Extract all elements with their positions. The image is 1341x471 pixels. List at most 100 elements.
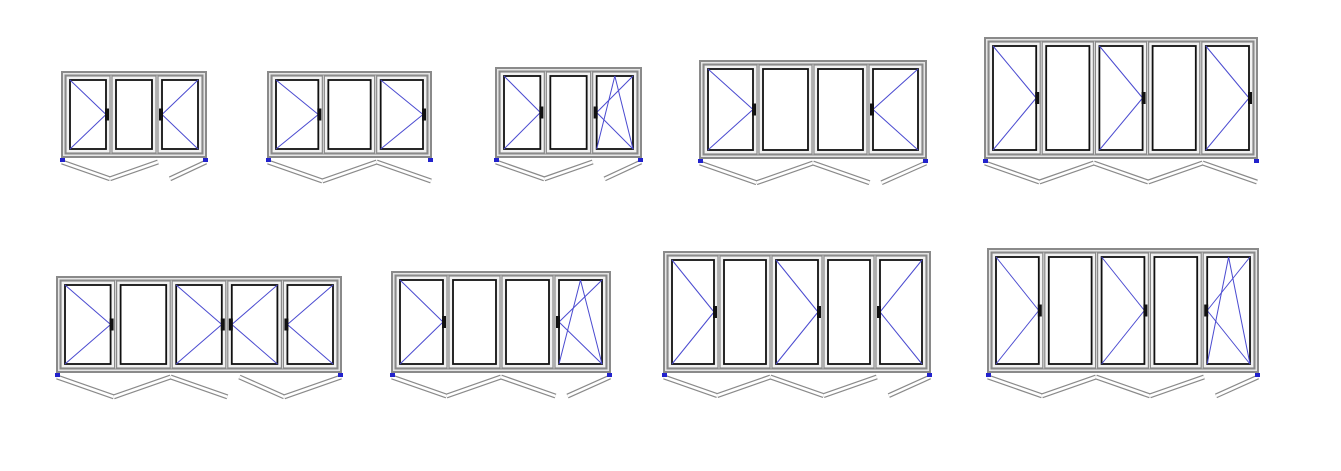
- folded-leaf-inner: [699, 161, 757, 185]
- glass-pane: [558, 279, 603, 365]
- folded-leaf-inner: [987, 375, 1043, 398]
- glass-pane: [1204, 45, 1250, 151]
- folded-leaf-inner: [321, 160, 378, 183]
- glass-pane: [879, 259, 923, 365]
- handle-icon: [817, 306, 821, 318]
- opening-indicator-line: [1206, 256, 1251, 311]
- tilt-indicator-line: [1228, 256, 1251, 365]
- opening-indicator-line: [399, 279, 444, 323]
- opening-indicator-line: [69, 114, 107, 150]
- opening-indicator-line: [287, 324, 334, 365]
- hinge-point-icon: [927, 373, 932, 377]
- glass-pane: [175, 284, 223, 365]
- opening-indicator-line: [879, 259, 923, 313]
- handle-icon: [713, 306, 717, 318]
- inner-frame: [702, 63, 924, 156]
- folded-leaf-inner: [663, 375, 718, 397]
- hinge-point-icon: [266, 158, 271, 162]
- glass-pane: [707, 68, 754, 151]
- glass-pane: [762, 68, 809, 151]
- glass-pane: [1206, 256, 1251, 365]
- glass-pane: [115, 79, 153, 150]
- glass-pane: [1100, 256, 1146, 365]
- opening-indicator-line: [1206, 310, 1251, 365]
- hinge-point-icon: [203, 158, 208, 162]
- folded-leaf-inner: [769, 375, 825, 397]
- fold-plan: [494, 158, 643, 182]
- opening-indicator-line: [64, 284, 111, 325]
- glass-pane: [595, 75, 634, 150]
- folded-leaf-inner: [566, 375, 611, 398]
- folded-leaf-inner: [716, 375, 771, 397]
- hinge-point-icon: [607, 373, 612, 377]
- glass-pane: [161, 79, 199, 150]
- folded-leaf-inner: [604, 160, 642, 181]
- glass-pane: [872, 68, 919, 151]
- folded-leaf-inner: [283, 375, 342, 399]
- glass-pane: [399, 279, 444, 365]
- inner-frame: [987, 40, 1255, 156]
- folded-leaf-inner: [267, 160, 323, 183]
- glass-pane: [817, 68, 864, 151]
- folded-leaf-inner: [169, 160, 207, 180]
- handle-icon: [220, 318, 225, 331]
- folded-leaf-inner: [170, 375, 228, 399]
- folded-leaf-inner: [61, 160, 111, 181]
- opening-indicator-line: [380, 79, 424, 115]
- glass-pane: [505, 279, 550, 365]
- folded-leaf-inner: [1149, 375, 1205, 398]
- folded-leaf-inner: [1095, 375, 1151, 398]
- glass-pane: [503, 75, 542, 150]
- bifold-door-unit: [986, 248, 1260, 399]
- glass-pane: [119, 284, 168, 365]
- opening-indicator-line: [231, 284, 278, 325]
- handle-icon: [870, 103, 874, 116]
- hinge-point-icon: [338, 373, 343, 377]
- opening-indicator-line: [879, 311, 923, 365]
- glass-pane: [327, 79, 372, 150]
- opening-indicator-line: [671, 259, 715, 313]
- folded-leaf-inner: [812, 161, 870, 185]
- glass-pane: [995, 256, 1040, 365]
- fold-plan: [390, 373, 612, 399]
- bifold-door-unit: [266, 71, 433, 184]
- folded-leaf-inner: [543, 160, 594, 181]
- hinge-point-icon: [638, 158, 643, 162]
- hinge-point-icon: [986, 373, 991, 377]
- handle-icon: [109, 318, 114, 331]
- opening-indicator-line: [161, 79, 199, 115]
- folded-leaf-inner: [823, 375, 878, 397]
- glass-pane: [549, 75, 588, 150]
- opening-indicator-line: [1205, 97, 1250, 151]
- fold-plan: [983, 159, 1259, 185]
- folded-leaf-inner: [1038, 161, 1095, 184]
- opening-indicator-line: [399, 321, 444, 365]
- handle-icon: [442, 316, 446, 328]
- bifold-door-unit: [494, 67, 643, 182]
- handle-icon: [317, 108, 322, 121]
- folded-leaf-inner: [113, 375, 172, 399]
- handle-icon: [752, 103, 756, 116]
- opening-indicator-line: [231, 324, 278, 365]
- folded-leaf-inner: [1215, 375, 1259, 398]
- handle-icon: [556, 316, 560, 328]
- folded-leaf-inner: [446, 375, 502, 398]
- tilt-indicator-line: [596, 75, 616, 150]
- glass-pane: [1153, 256, 1199, 365]
- opening-indicator-line: [275, 79, 319, 115]
- inner-frame: [64, 74, 204, 155]
- glass-pane: [1151, 45, 1197, 151]
- opening-indicator-line: [558, 279, 603, 323]
- folded-leaf-inner: [1041, 375, 1097, 398]
- bifold-door-unit: [390, 271, 612, 399]
- glass-pane: [1047, 256, 1093, 365]
- bifold-door-unit: [55, 276, 343, 400]
- opening-indicator-line: [380, 114, 424, 150]
- fold-plan: [55, 373, 343, 400]
- handle-icon: [1248, 92, 1252, 104]
- hinge-point-icon: [923, 159, 928, 163]
- hinge-point-icon: [55, 373, 60, 377]
- folded-leaf-inner: [495, 160, 545, 181]
- folded-leaf-inner: [56, 375, 115, 399]
- handle-icon: [159, 108, 163, 121]
